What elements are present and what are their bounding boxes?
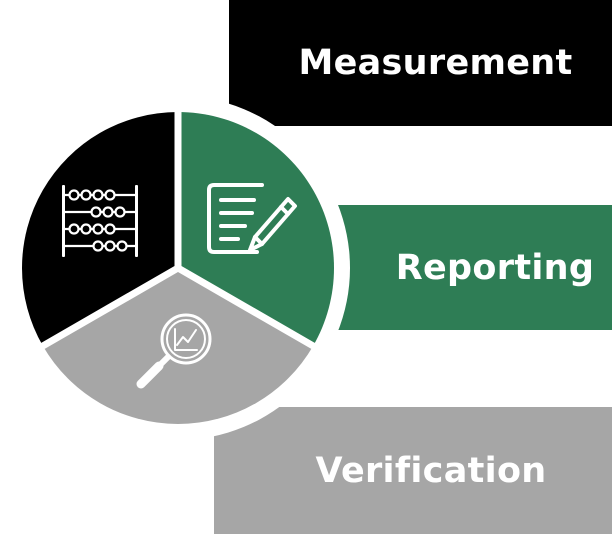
abacus-icon: [62, 185, 138, 257]
reporting-label: Reporting: [395, 247, 595, 288]
notepad-pencil-icon: [207, 183, 297, 254]
verification-bar: Verification: [214, 407, 612, 534]
verification-label: Verification: [315, 450, 547, 491]
measurement-bar: Measurement: [229, 0, 612, 126]
reporting-bar: Reporting: [338, 205, 612, 330]
segment-separators: [37, 106, 319, 351]
magnifier-chart-icon: [136, 313, 212, 389]
measurement-label: Measurement: [298, 43, 573, 83]
